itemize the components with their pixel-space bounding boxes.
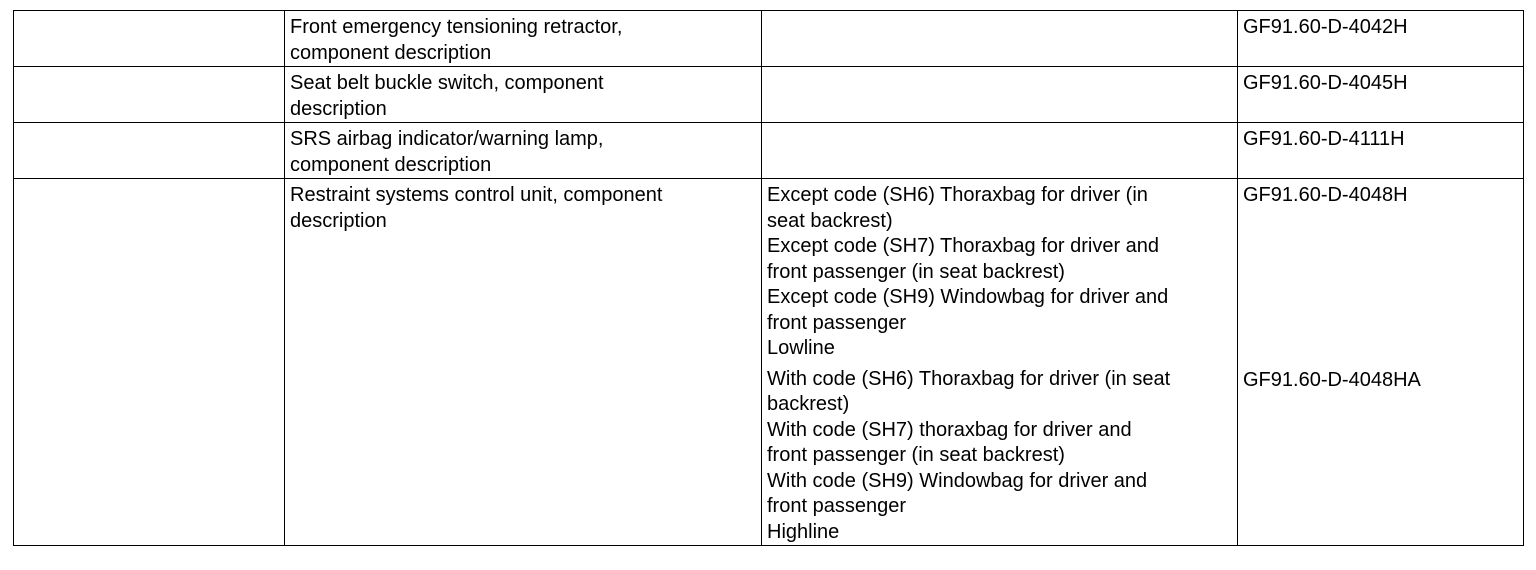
table-row: Restraint systems control unit, componen… [13,178,1524,546]
component-line: component description [290,41,492,64]
component-cell: SRS airbag indicator/warning lamp, compo… [284,122,762,179]
condition-line: backrest) [767,393,850,415]
document-cell: GF91.60-D-4045H [1237,66,1524,123]
empty-cell [13,122,285,179]
condition-line: front passenger (in seat backrest) [767,260,1065,283]
empty-cell [13,10,285,67]
condition-line: front passenger [767,311,906,334]
condition-line: Lowline [767,337,835,359]
table-row: Front emergency tensioning retractor, co… [13,10,1524,67]
document-code: GF91.60-D-4042H [1243,16,1408,38]
component-cell: Restraint systems control unit, componen… [284,178,762,546]
condition-line: With code (SH9) Windowbag for driver and [767,469,1148,492]
variant-lowline: Except code (SH6) Thoraxbag for driver (… [767,183,1232,362]
condition-cell [761,66,1238,123]
component-cell: Seat belt buckle switch, component descr… [284,66,762,123]
document-cell: GF91.60-D-4042H [1237,10,1524,67]
variant-highline: With code (SH6) Thoraxbag for driver (in… [767,367,1232,546]
document-code: GF91.60-D-4048HA [1243,368,1421,391]
component-line: SRS airbag indicator/warning lamp, [290,128,604,150]
table-row: SRS airbag indicator/warning lamp, compo… [13,122,1524,179]
condition-line: With code (SH6) Thoraxbag for driver (in… [767,367,1171,390]
component-line: Restraint systems control unit, componen… [290,184,663,206]
condition-line: Except code (SH7) Thoraxbag for driver a… [767,235,1160,257]
condition-line: Except code (SH6) Thoraxbag for driver (… [767,184,1148,206]
condition-line: Highline [767,520,840,543]
component-cell: Front emergency tensioning retractor, co… [284,10,762,67]
document-cell: GF91.60-D-4048H GF91.60-D-4048HA [1237,178,1524,546]
empty-cell [13,66,285,123]
component-reference-table: Front emergency tensioning retractor, co… [13,10,1524,546]
condition-line: front passenger (in seat backrest) [767,444,1065,466]
document-code: GF91.60-D-4111H [1243,128,1405,150]
document-code: GF91.60-D-4048H [1243,184,1408,206]
component-line: description [290,97,387,120]
component-line: Front emergency tensioning retractor, [290,16,623,38]
condition-cell [761,122,1238,179]
condition-line: seat backrest) [767,209,893,232]
component-line: component description [290,153,492,176]
document-code: GF91.60-D-4045H [1243,72,1408,94]
component-line: description [290,209,387,232]
empty-cell [13,178,285,546]
condition-cell [761,10,1238,67]
table-row: Seat belt buckle switch, component descr… [13,66,1524,123]
condition-line: Except code (SH9) Windowbag for driver a… [767,286,1169,308]
condition-cell: Except code (SH6) Thoraxbag for driver (… [761,178,1238,546]
component-line: Seat belt buckle switch, component [290,72,604,94]
condition-line: front passenger [767,495,906,517]
document-cell: GF91.60-D-4111H [1237,122,1524,179]
condition-line: With code (SH7) thoraxbag for driver and [767,418,1132,441]
